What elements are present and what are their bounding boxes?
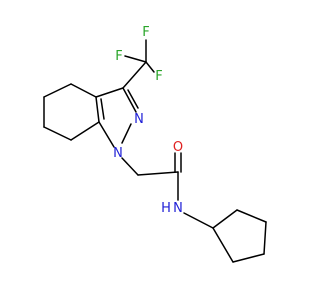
atom-label-f-top: F xyxy=(142,25,149,40)
bond-n1-c7a xyxy=(98,121,115,148)
atom-label-f-right: F xyxy=(155,69,162,84)
bond-cf3-ring xyxy=(122,61,147,89)
bond-nh-cyclopentyl xyxy=(183,212,214,229)
bond-n1-ch2 xyxy=(121,157,139,176)
bond-cf3-f-left xyxy=(124,55,147,63)
bond-c4-c5 xyxy=(43,83,72,98)
bond-c3a-c3 xyxy=(95,87,124,98)
atom-label-h-amide: H xyxy=(161,201,171,216)
atom-label-n-ring-1: N xyxy=(113,146,123,161)
bonds xyxy=(43,39,267,263)
bond-cp-5 xyxy=(212,227,234,263)
atom-label-n-amide: N xyxy=(173,201,183,216)
bond-cf3-f-right xyxy=(145,61,155,73)
bond-n2-n1 xyxy=(121,123,132,144)
bond-cp-1 xyxy=(212,209,238,229)
bond-c3-n2-double xyxy=(127,89,139,109)
molecule-structure: F F F N N O N H xyxy=(43,25,267,263)
bond-c3a-c4 xyxy=(70,83,97,98)
atom-label-o-carbonyl: O xyxy=(173,140,183,155)
bond-c7a-c3a-double xyxy=(100,98,105,120)
bond-c7a-c3a xyxy=(95,96,100,123)
bond-c3-n2 xyxy=(122,87,137,113)
bond-c6-c7 xyxy=(43,126,72,141)
atom-label-n-ring-2: N xyxy=(134,112,144,127)
bond-ch2-co xyxy=(137,171,179,176)
atom-label-f-left: F xyxy=(115,49,122,64)
bond-cp-3 xyxy=(263,221,267,255)
bond-cp-2 xyxy=(236,209,267,223)
atom-labels: F F F N N O N H xyxy=(113,25,183,216)
bond-c7-c7a xyxy=(70,121,100,141)
bond-cp-4 xyxy=(232,253,265,263)
